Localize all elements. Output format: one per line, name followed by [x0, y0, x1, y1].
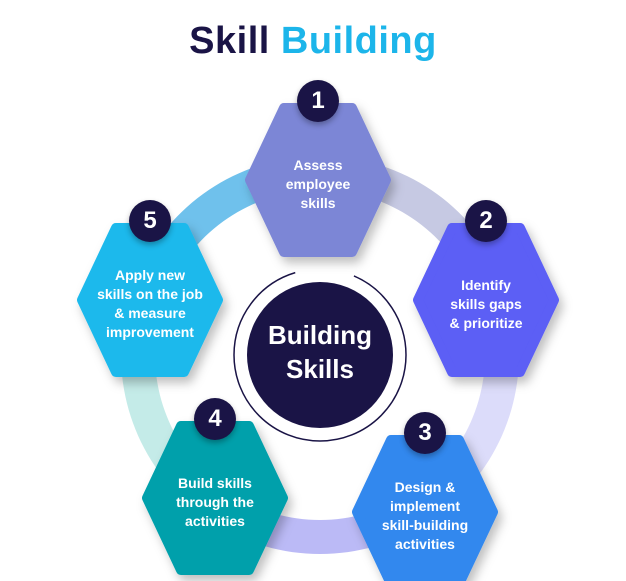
- step-label-line: improvement: [106, 324, 194, 340]
- step-label-line: implement: [389, 498, 460, 514]
- step-label-2: Identify skills gaps & prioritize: [426, 276, 546, 333]
- step-label-3: Design & implement skill-building activitie…: [365, 478, 485, 554]
- step-label-line: skills gaps: [450, 295, 522, 312]
- center-label: Building Skills: [248, 318, 392, 386]
- center-line-1: Building: [268, 320, 372, 350]
- step-number-badge-5: 5: [129, 200, 171, 242]
- step-hexagon-5: [77, 223, 223, 377]
- step-number-badge-1: 1: [297, 80, 339, 122]
- step-label-line: skills: [300, 194, 336, 211]
- step-label-line: skill-building: [381, 517, 469, 533]
- step-hexagon-4: [142, 421, 288, 575]
- step-label-line: & prioritize: [449, 314, 523, 331]
- step-label-line: Design &: [394, 479, 456, 495]
- step-label-1: Assess employee skills: [258, 156, 378, 213]
- title-part-2: Building: [280, 20, 437, 62]
- step-label-line: through the: [176, 493, 254, 510]
- step-label-line: Assess: [293, 156, 343, 173]
- step-label-line: skills on the job: [97, 286, 203, 302]
- center-ring: [233, 268, 407, 442]
- center-line-2: Skills: [286, 354, 354, 384]
- page-title: Skill Building: [0, 20, 626, 63]
- step-hexagon-3: [352, 435, 498, 581]
- step-hexagon-1: [245, 103, 391, 257]
- step-number-badge-2: 2: [465, 200, 507, 242]
- step-number-badge-3: 3: [404, 412, 446, 454]
- step-label-4: Build skills through the activities: [155, 474, 275, 531]
- step-label-line: Identify: [461, 276, 511, 293]
- step-label-line: employee: [285, 175, 351, 192]
- center-circle: [247, 282, 393, 428]
- cycle-arrow-3: [229, 499, 408, 554]
- step-label-line: Apply new: [114, 267, 185, 283]
- step-label-line: activities: [185, 512, 245, 529]
- step-label-line: Build skills: [178, 474, 252, 491]
- step-label-5: Apply new skills on the job & measure impro…: [90, 266, 210, 342]
- title-part-1: Skill: [189, 20, 270, 62]
- step-label-line: activities: [395, 536, 455, 552]
- step-number-badge-4: 4: [194, 398, 236, 440]
- step-label-line: & measure: [114, 305, 186, 321]
- step-hexagon-2: [413, 223, 559, 377]
